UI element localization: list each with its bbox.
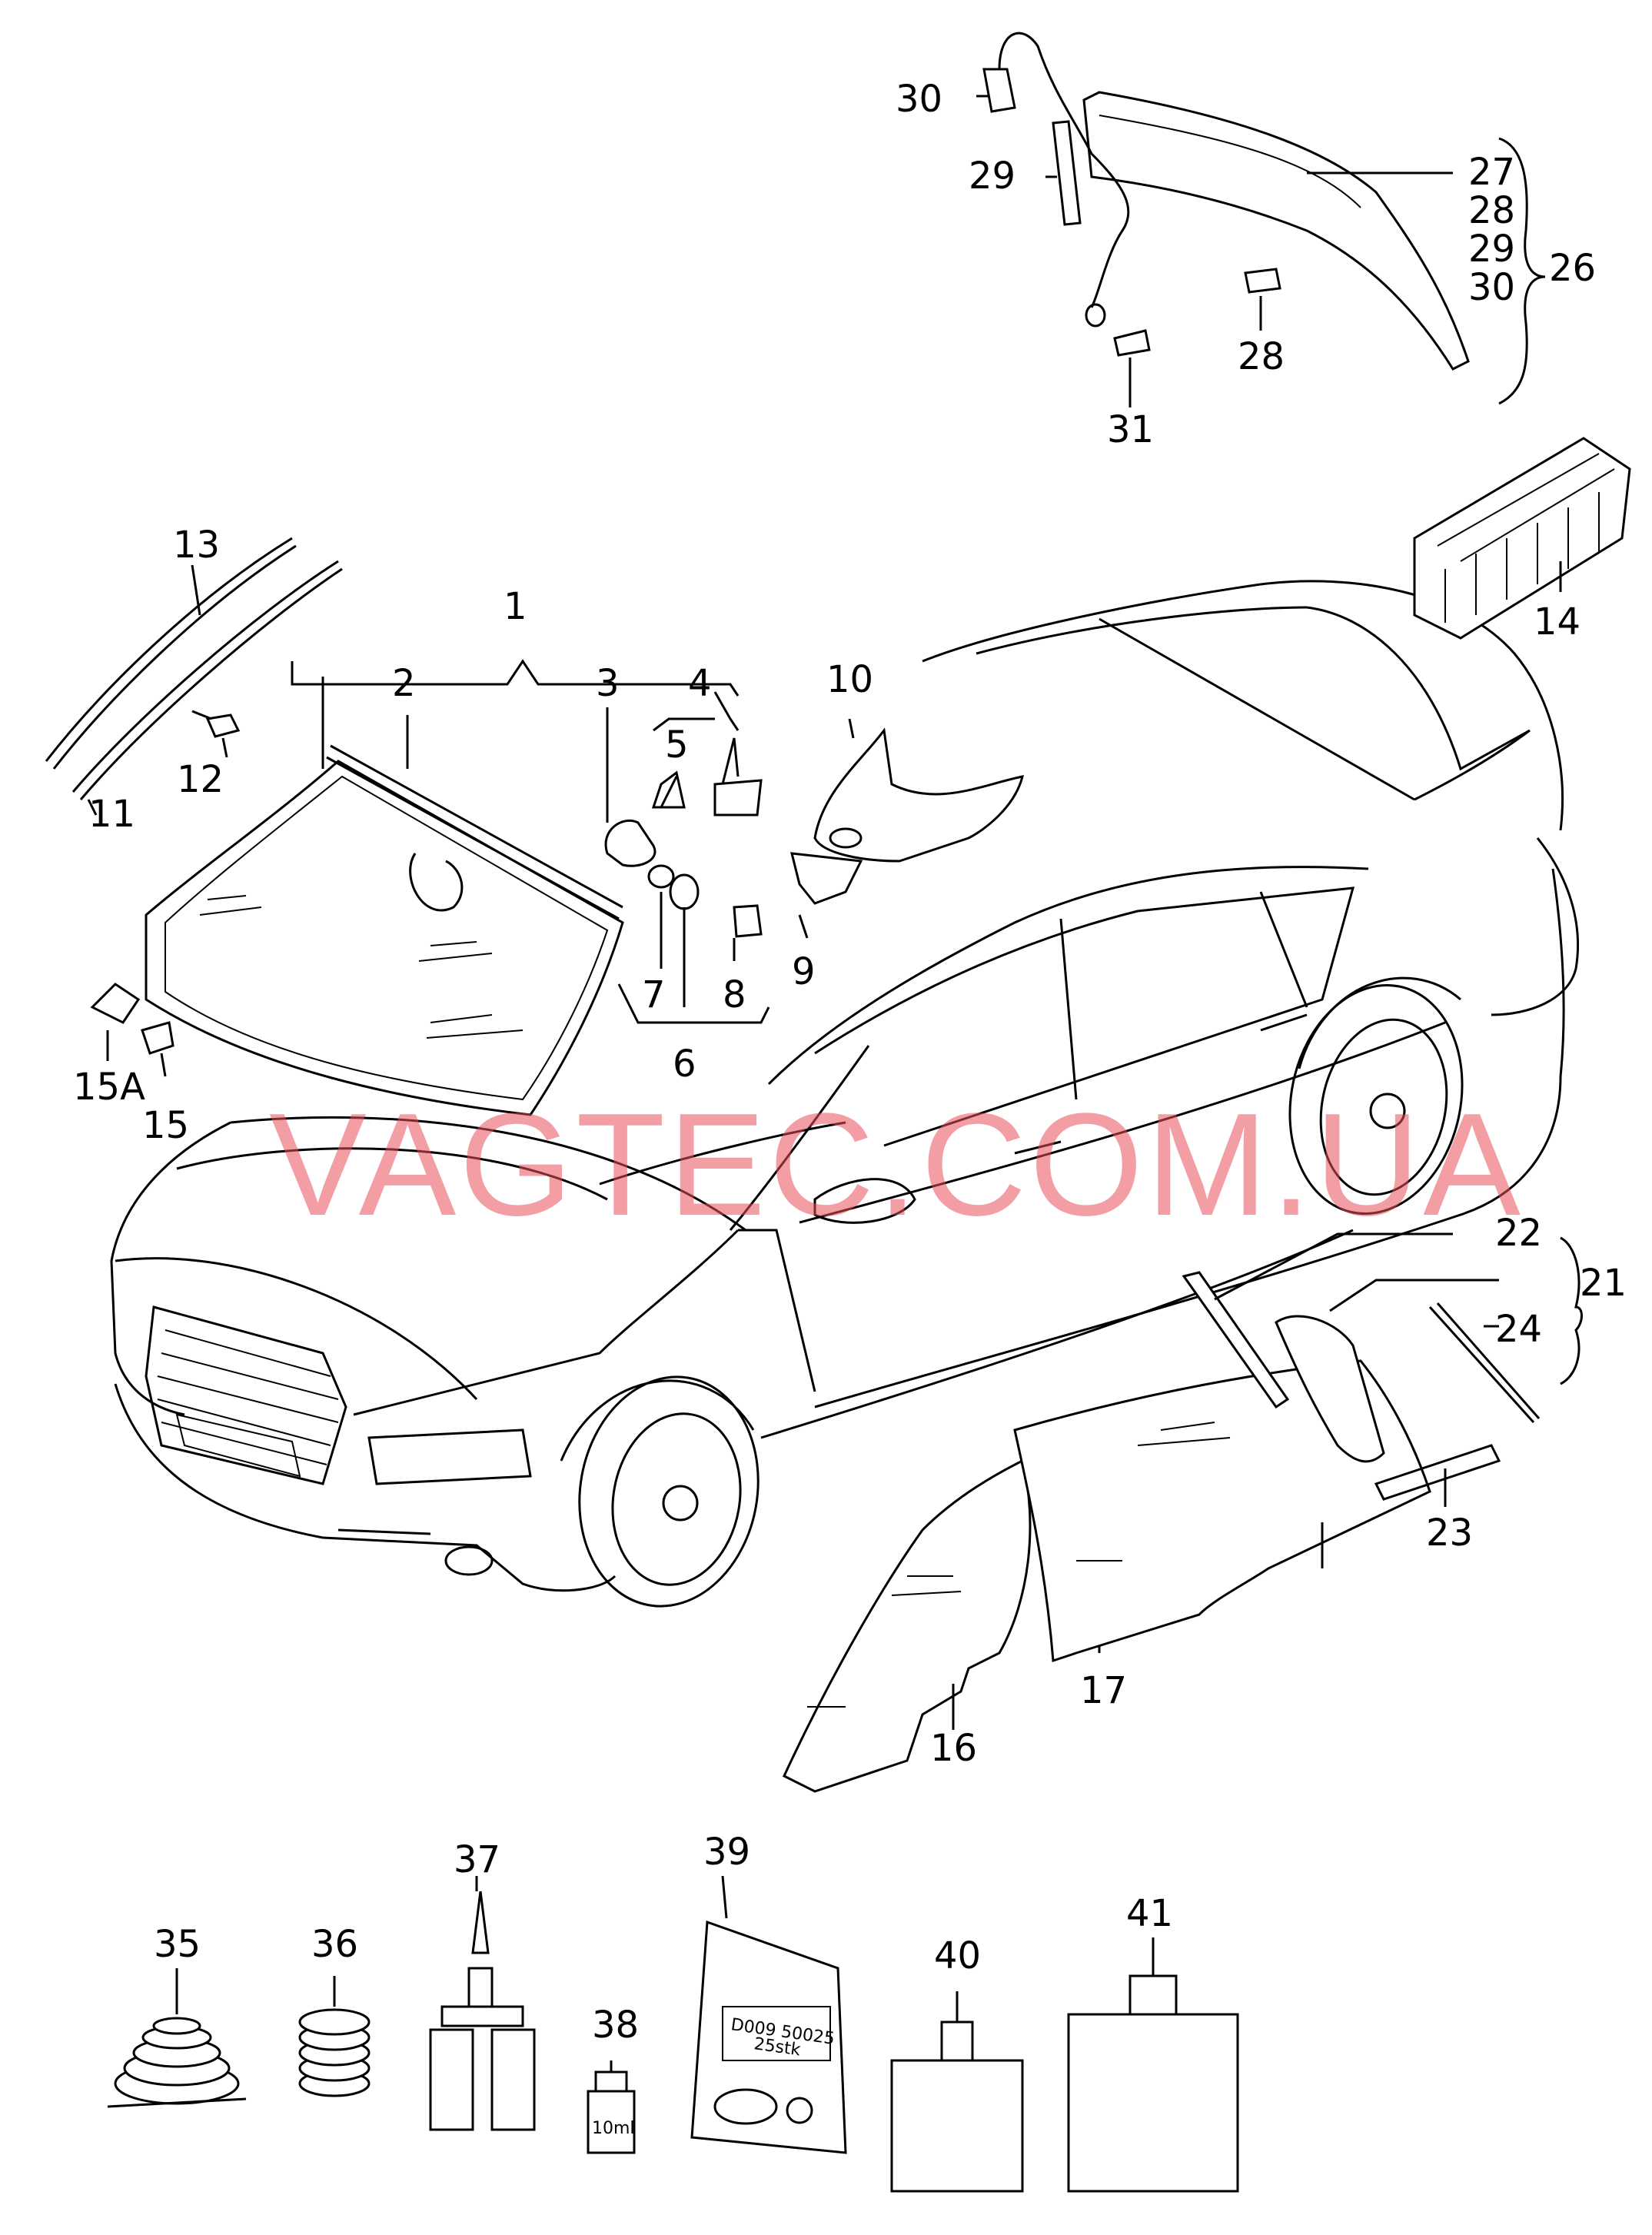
rear-window-glass <box>1052 91 1470 371</box>
label-4: 4 <box>688 662 712 705</box>
clip-12 <box>191 710 241 738</box>
label-3: 3 <box>596 662 620 705</box>
label-12: 12 <box>177 758 224 801</box>
label-40: 40 <box>934 1934 981 1977</box>
rear-window-connector-cable <box>982 32 1130 328</box>
label-14: 14 <box>1534 600 1581 644</box>
mirror-cover <box>813 727 1025 863</box>
label-6: 6 <box>673 1043 696 1086</box>
car-body-outline <box>110 580 1579 1608</box>
watermark: VAGTEC.COM.UA <box>269 1083 1524 1246</box>
label-5: 5 <box>665 723 689 767</box>
label-41: 41 <box>1126 1892 1173 1935</box>
sealing-cord-roll <box>107 2017 247 2108</box>
rear-door-glass <box>1013 1359 1431 1663</box>
label-13: 13 <box>173 524 220 567</box>
group-bracket-26 <box>1498 137 1546 405</box>
front-door-glass <box>783 1458 1032 1793</box>
windshield <box>145 760 624 1116</box>
label-8: 8 <box>723 973 746 1016</box>
label-22: 22 <box>1495 1212 1542 1255</box>
cleaner-bottle <box>1067 1974 1239 2193</box>
label-30: 30 <box>896 78 942 121</box>
label-36: 36 <box>311 1923 358 1966</box>
label-10: 10 <box>826 658 873 701</box>
label-9: 9 <box>792 950 816 993</box>
clip-28 <box>1244 268 1281 294</box>
leader-lines <box>87 95 1583 2072</box>
clip-15a <box>90 983 141 1024</box>
package-bag <box>690 1920 847 2154</box>
label-15: 15 <box>142 1104 189 1147</box>
small-bottle-10ml <box>587 2070 636 2154</box>
label-23: 23 <box>1426 1512 1473 1555</box>
twin-cartridge-applicator <box>429 1891 536 2131</box>
label-27: 27 <box>1468 151 1515 194</box>
windshield-seal-strip <box>326 744 623 920</box>
label-30-group: 30 <box>1468 266 1515 309</box>
label-29: 29 <box>969 155 1015 198</box>
label-21: 21 <box>1580 1262 1627 1305</box>
label-11: 11 <box>88 793 135 836</box>
quarter-glass-assembly <box>1182 1271 1541 1501</box>
label-7: 7 <box>642 973 666 1016</box>
clip-15 <box>141 1021 175 1055</box>
label-2: 2 <box>392 662 416 705</box>
primer-bottle <box>890 2020 1024 2193</box>
label-16: 16 <box>930 1727 977 1770</box>
bolt-31 <box>1113 329 1151 357</box>
label-35: 35 <box>154 1923 201 1966</box>
label-28: 28 <box>1238 335 1285 378</box>
label-38: 38 <box>592 2004 639 2047</box>
label-24: 24 <box>1495 1308 1542 1351</box>
label-29-group: 29 <box>1468 228 1515 271</box>
label-1: 1 <box>504 585 527 628</box>
control-module-14 <box>1413 437 1631 640</box>
label-28-group: 28 <box>1468 189 1515 232</box>
bottle-volume-text: 10ml <box>592 2119 635 2138</box>
roof-trim-strips <box>45 537 343 800</box>
label-37: 37 <box>454 1838 500 1881</box>
label-26: 26 <box>1549 247 1596 290</box>
label-15a: 15A <box>73 1066 145 1109</box>
label-31: 31 <box>1107 408 1154 451</box>
spiral-wire <box>298 2008 371 2097</box>
label-17: 17 <box>1080 1669 1127 1712</box>
sensor-brackets <box>604 770 863 938</box>
label-39: 39 <box>703 1831 750 1874</box>
